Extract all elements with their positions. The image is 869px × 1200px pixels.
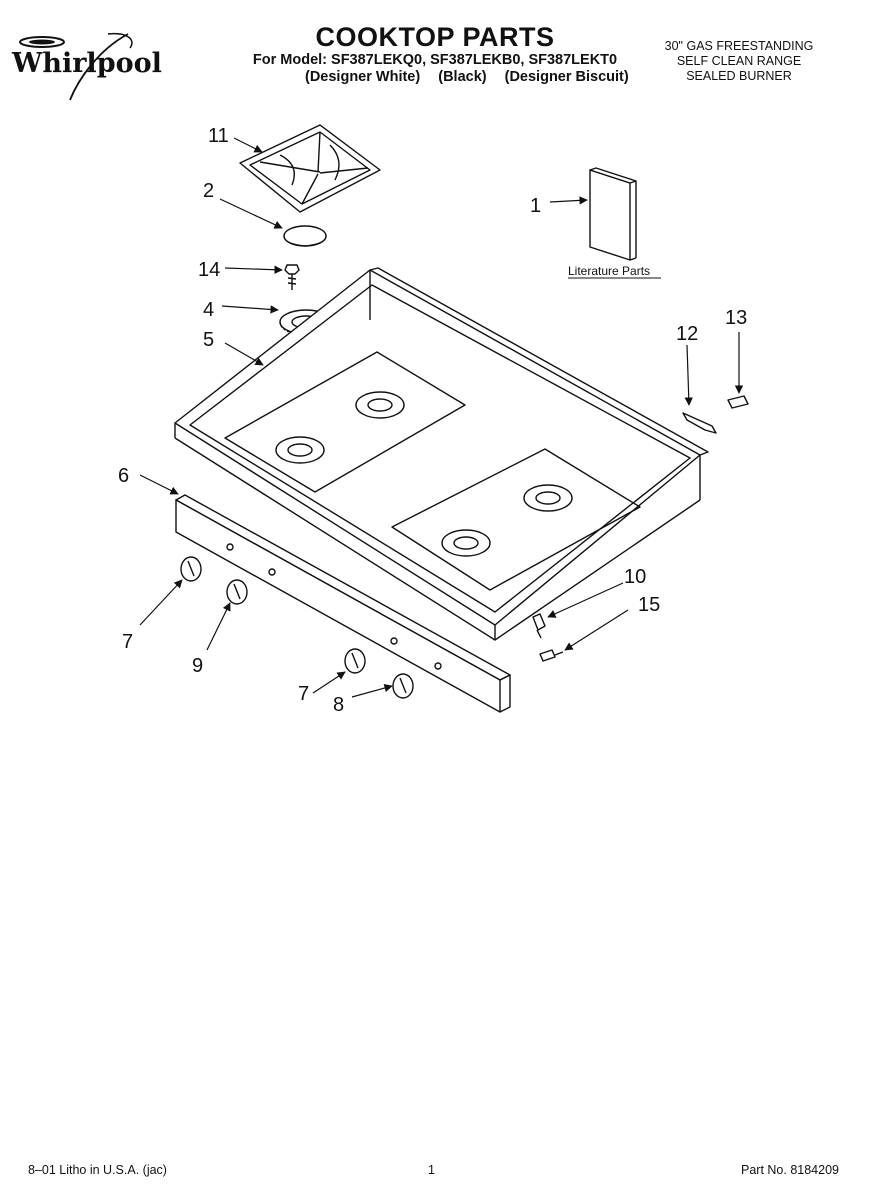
control-panel [175,494,511,713]
header: COOKTOP PARTS For Model: SF387LEKQ0, SF3… [245,22,629,86]
variant-biscuit: (Designer Biscuit) [504,69,629,85]
literature-parts-label: Literature Parts [568,264,650,278]
whirlpool-logo-icon: Whirlpool [11,32,162,101]
brand-logo: Whirlpool [8,30,178,110]
clip-10 [532,613,546,639]
knob-7b [344,648,366,674]
spec-line-3: SEALED BURNER [686,69,792,83]
callout-7b: 7 [298,683,309,705]
page-number: 1 [428,1163,435,1177]
callout-6: 6 [118,465,129,487]
callout-7a: 7 [122,631,133,653]
exploded-parts-diagram: 1 2 14 4 5 6 11 12 13 10 15 7 9 7 8 Lite… [118,124,749,716]
cooktop [174,267,709,641]
callout-8: 8 [333,694,344,716]
model-line: For Model: SF387LEKQ0, SF387LEKB0, SF387… [252,52,618,68]
callout-11: 11 [208,125,229,147]
knob-9 [226,579,248,605]
spec-line-1: 30" GAS FREESTANDING [664,39,814,53]
callout-1: 1 [530,195,541,217]
callout-5: 5 [203,329,214,351]
screw-13 [727,395,749,409]
screw-14 [284,264,300,290]
callout-10: 10 [624,566,646,588]
knob-7a [180,556,202,582]
page-title: COOKTOP PARTS [315,22,555,52]
variant-white: (Designer White) [305,69,421,85]
logo-wordmark: Whirlpool [11,48,162,79]
callout-2: 2 [203,180,214,202]
grate [239,124,381,213]
model-variants: (Designer White) (Black) (Designer Biscu… [245,69,629,86]
literature-part [568,167,661,279]
bracket-12 [682,412,717,434]
variant-black: (Black) [438,69,487,85]
part-number: Part No. 8184209 [741,1163,839,1177]
callout-15: 15 [638,594,660,616]
spec-line-2: SELF CLEAN RANGE [676,54,802,68]
callout-9: 9 [192,655,203,677]
callout-12: 12 [676,323,698,345]
spec-block: 30" GAS FREESTANDING SELF CLEAN RANGE SE… [639,39,839,84]
footer-print-info: 8–01 Litho in U.S.A. (jac) [28,1163,167,1177]
screw-15 [539,649,564,662]
callout-13: 13 [725,307,747,329]
callout-4: 4 [203,299,214,321]
knob-8 [392,673,414,699]
callout-14: 14 [198,259,220,281]
